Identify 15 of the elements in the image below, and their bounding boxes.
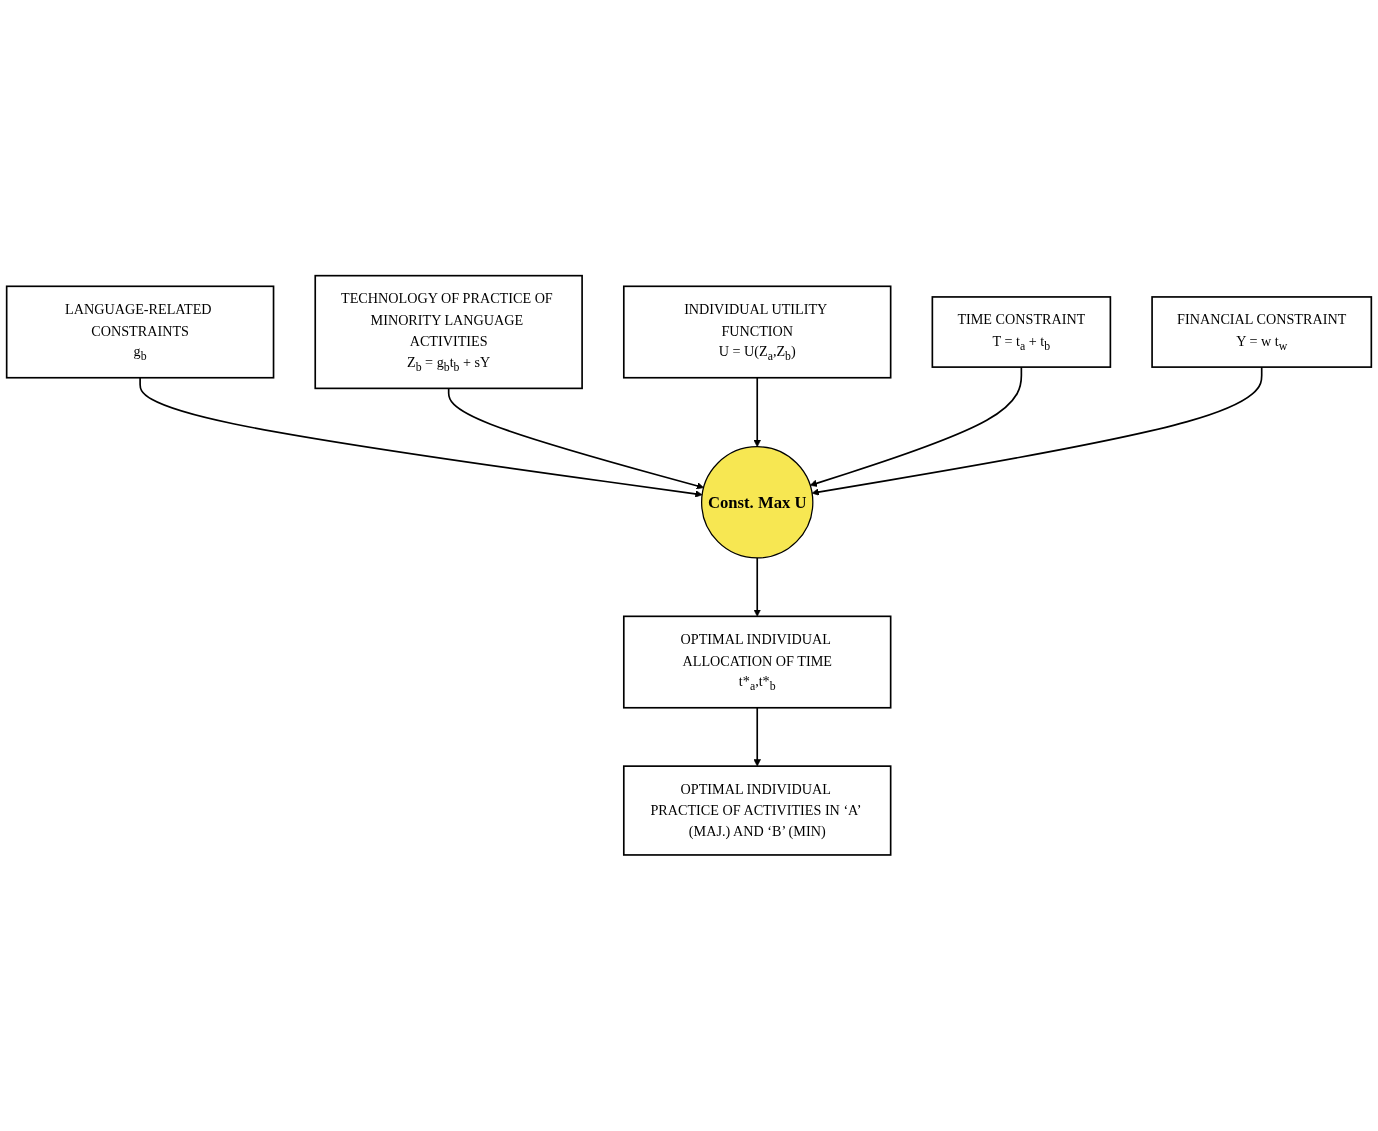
- node-box: FINANCIAL CONSTRAINT Y = w t$_{w}$: [1151, 296, 1373, 369]
- arrow: [809, 366, 1023, 487]
- arrow: [753, 557, 761, 617]
- node-box: INDIVIDUAL UTILITY FUNCTION U = U(Z$_{a}$,Z$_{b}$): [622, 285, 892, 379]
- node-box: TIME CONSTRAINT T = t$_{a}$ + t$_{b}$: [931, 296, 1112, 369]
- node-box: TECHNOLOGY OF PRACTICE OF MINORITY LANGUAGE ACTIVITIES Z$_{b}$ = g$_{b}$t$_{b}$ + sY: [314, 275, 583, 390]
- node-box: LANGUAGE-RELATED CONSTRAINTS g$_{b}$: [5, 285, 275, 379]
- arrow: [139, 377, 703, 498]
- arrow: [447, 387, 704, 490]
- arrow: [753, 707, 761, 767]
- node-box: OPTIMAL INDIVIDUAL ALLOCATION OF TIME t*$_{a}$,t*$_{b}$: [622, 615, 892, 709]
- node-circle: Const. Max U: [701, 446, 814, 559]
- arrow: [811, 366, 1263, 496]
- node-box: OPTIMAL INDIVIDUAL PRACTICE OF ACTIVITIES IN ‘A’ (MAJ.) AND ‘B’ (MIN): [622, 765, 892, 856]
- arrow: [753, 377, 761, 448]
